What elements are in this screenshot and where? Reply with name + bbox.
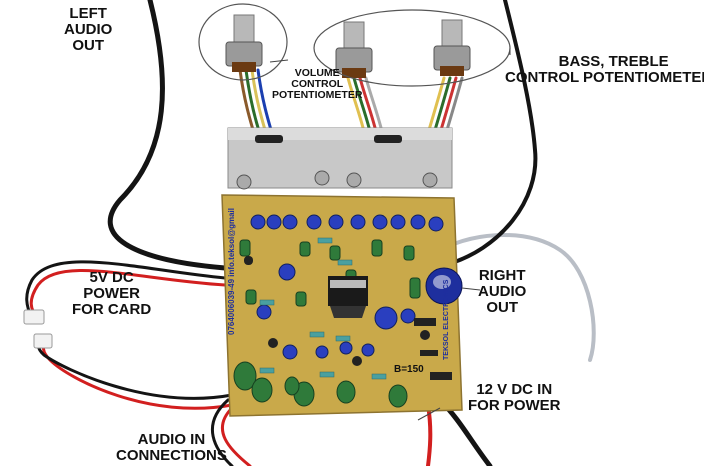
board-b150: B=150 [394, 364, 424, 375]
resistors [259, 237, 387, 380]
power-5v-red-wire [29, 269, 227, 320]
capacitor-row [250, 214, 444, 360]
heatsink [227, 127, 453, 190]
left-audio-cable [107, 0, 228, 271]
audio-in-black-wire-2 [210, 398, 234, 468]
treble-potentiometer [433, 19, 471, 76]
volume-potentiometer [225, 14, 263, 72]
leader-lines [269, 48, 511, 421]
transistors [244, 256, 430, 366]
potentiometers [198, 3, 511, 87]
board-brand: TEKSOL ELECTRONICS [443, 279, 450, 360]
audio-in-connector [33, 333, 53, 349]
pcb-board: 0764006039-49 info.teksol@gmail TEKSOL E… [221, 194, 463, 417]
power-5v-connector [23, 309, 45, 325]
board-phone-email: 0764006039-49 info.teksol@gmail [227, 208, 236, 335]
audio-in-black-wire [36, 336, 234, 400]
right-audio-out-label: RIGHT AUDIO OUT [478, 267, 527, 316]
power-5v-label: 5V DC POWER FOR CARD [72, 269, 152, 318]
amplifier-ic [328, 276, 368, 318]
right-audio-gray-wire [438, 233, 596, 362]
power-12v-label: 12 V DC IN FOR POWER [468, 381, 561, 414]
bass-potentiometer [335, 21, 373, 78]
main-filter-capacitor [425, 267, 463, 305]
bass-treble-label: BASS, TREBLE CONTROL POTENTIOMETERS [505, 53, 704, 86]
diodes [414, 318, 452, 380]
left-audio-out-label: LEFT AUDIO OUT [64, 5, 113, 54]
right-audio-cable [443, 0, 538, 267]
power-5v-black-wire [25, 260, 227, 320]
volume-pot-label: VOLUME CONTROL POTENTIOMETER [272, 67, 363, 102]
green-components [233, 239, 421, 408]
audio-in-label: AUDIO IN CONNECTIONS [116, 431, 227, 464]
audio-in-red-wire-2 [220, 406, 252, 468]
volume-pot-circle [198, 3, 288, 81]
white-connectors [23, 309, 53, 349]
